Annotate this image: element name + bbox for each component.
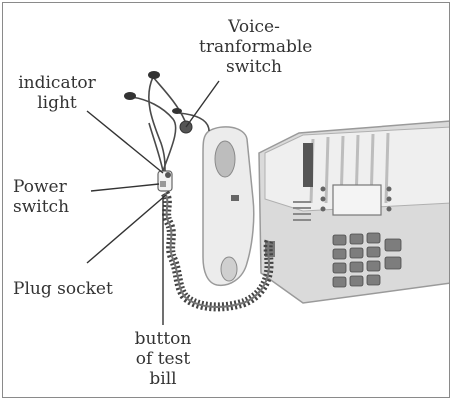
handset (202, 126, 255, 287)
display-panel (332, 184, 382, 216)
leader-indicator-light (86, 110, 164, 174)
label-line: of test (135, 349, 191, 369)
cradle-slot (303, 143, 313, 187)
voice-switch-label: Voice- tranformable switch (199, 17, 313, 77)
label-line: light (37, 93, 77, 113)
earbud-icon (124, 92, 136, 100)
telephone-illustration (86, 71, 449, 325)
label-line: switch (13, 197, 70, 217)
earbud-icon (148, 71, 160, 79)
indicator-light-label: indicator light (7, 73, 107, 113)
leader-voice-switch (185, 80, 220, 128)
plug-socket-label: Plug socket (13, 279, 113, 299)
handset-button (231, 195, 239, 201)
earphone-wires (130, 76, 210, 172)
keypad (332, 232, 402, 288)
leader-lines (86, 80, 220, 325)
label-line: Voice- (228, 17, 280, 37)
power-switch-icon (160, 181, 166, 187)
label-line: Power (13, 177, 67, 197)
cord-socket (265, 241, 275, 257)
label-line: bill (149, 369, 177, 389)
coiled-cord (160, 190, 274, 312)
label-line: switch (225, 57, 282, 77)
speaker-grille (293, 201, 311, 221)
earbuds (124, 71, 182, 114)
label-line: button (134, 329, 192, 349)
test-bill-button-label: button of test bill (115, 329, 211, 389)
label-line: indicator (18, 73, 96, 93)
power-switch-label: Power switch (13, 177, 69, 217)
leader-power-switch (90, 183, 160, 192)
label-line: tranformable (199, 37, 313, 57)
indicator-light-icon (165, 172, 171, 178)
leader-plug-socket (86, 194, 167, 264)
telephone-base (258, 120, 449, 304)
